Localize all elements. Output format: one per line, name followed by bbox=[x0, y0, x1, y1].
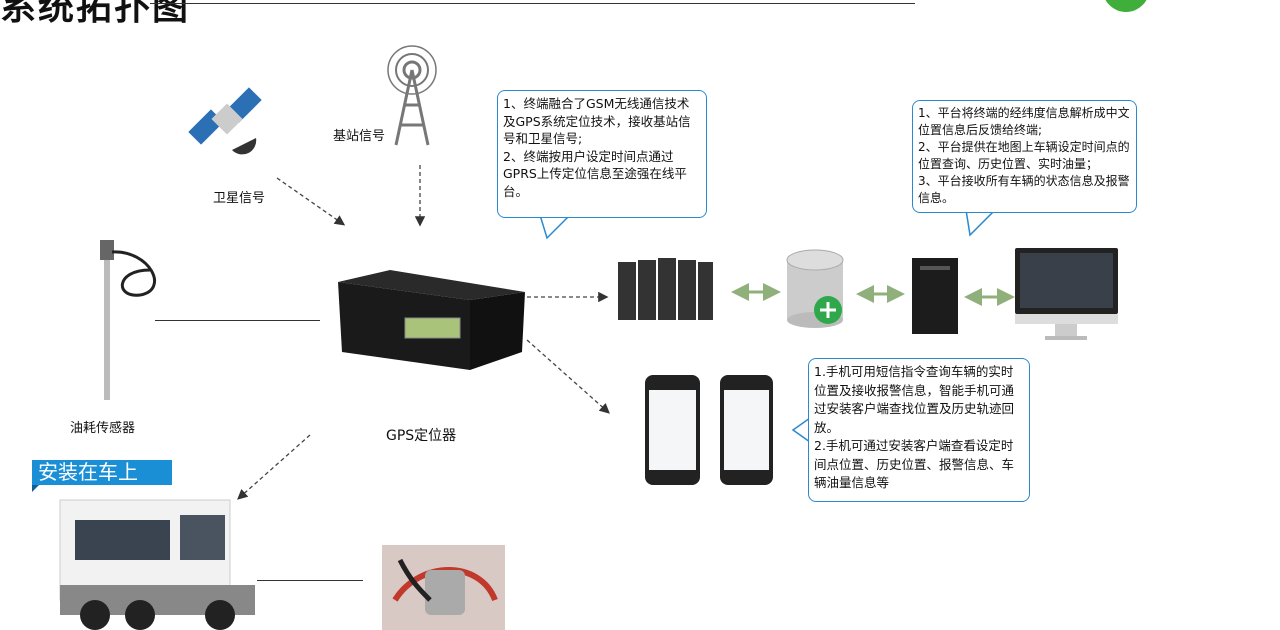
smartphone-icon bbox=[720, 375, 773, 485]
satellite-label: 卫星信号 bbox=[213, 191, 266, 206]
satellite-icon bbox=[188, 87, 262, 155]
server-rack-icon bbox=[618, 258, 713, 320]
install-badge: 安装在车上 bbox=[32, 460, 172, 492]
mobile-callout: 1.手机可用短信指令查询车辆的实时位置及接收报警信息，智能手机可通过安装客户端查… bbox=[808, 358, 1030, 502]
callout-tail bbox=[538, 214, 572, 240]
connector-line bbox=[155, 320, 320, 321]
platform-callout: 1、平台将终端的经纬度信息解析成中文位置信息后反馈给终端; 2、平台提供在地图上… bbox=[912, 100, 1137, 213]
fuel-sensor-label: 油耗传感器 bbox=[70, 421, 136, 436]
pc-tower-icon bbox=[912, 258, 958, 334]
callout-text: 1.手机可用短信指令查询车辆的实时位置及接收报警信息，智能手机可通过安装客户端查… bbox=[814, 364, 1015, 435]
signal-arrows bbox=[237, 165, 610, 500]
truck-icon bbox=[59, 499, 255, 630]
monitor-icon bbox=[1015, 248, 1118, 340]
cell-tower-icon bbox=[387, 45, 437, 146]
terminal-callout: 1、终端融合了GSM无线通信技术及GPS系统定位技术，接收基站信号和卫星信号; … bbox=[497, 90, 707, 218]
load-sensor-photo bbox=[382, 545, 505, 630]
database-icon bbox=[786, 249, 844, 328]
gps-device-label: GPS定位器 bbox=[386, 428, 457, 444]
connector-line bbox=[257, 580, 363, 581]
callout-text: 2、平台提供在地图上车辆设定时间点的位置查询、历史位置、实时油量； bbox=[918, 140, 1130, 171]
callout-text: 1、平台将终端的经纬度信息解析成中文位置信息后反馈给终端; bbox=[918, 106, 1130, 137]
callout-tail bbox=[965, 209, 997, 237]
gps-device-icon bbox=[338, 270, 525, 370]
slide-title: 系统拓扑图 bbox=[0, 0, 191, 28]
callout-text: 2.手机可通过安装客户端查看设定时间点位置、历史位置、报警信息、车辆油量信息等 bbox=[814, 438, 1015, 490]
callout-text: 1、终端融合了GSM无线通信技术及GPS系统定位技术，接收基站信号和卫星信号; bbox=[503, 96, 691, 146]
base-station-label: 基站信号 bbox=[333, 129, 386, 144]
title-divider bbox=[150, 3, 915, 4]
callout-text: 3、平台接收所有车辆的状态信息及报警信息。 bbox=[918, 174, 1130, 205]
fuel-sensor-icon bbox=[100, 240, 156, 400]
smartphone-icon bbox=[645, 375, 700, 485]
callout-text: 2、终端按用户设定时间点通过GPRS上传定位信息至途强在线平台。 bbox=[503, 148, 687, 199]
